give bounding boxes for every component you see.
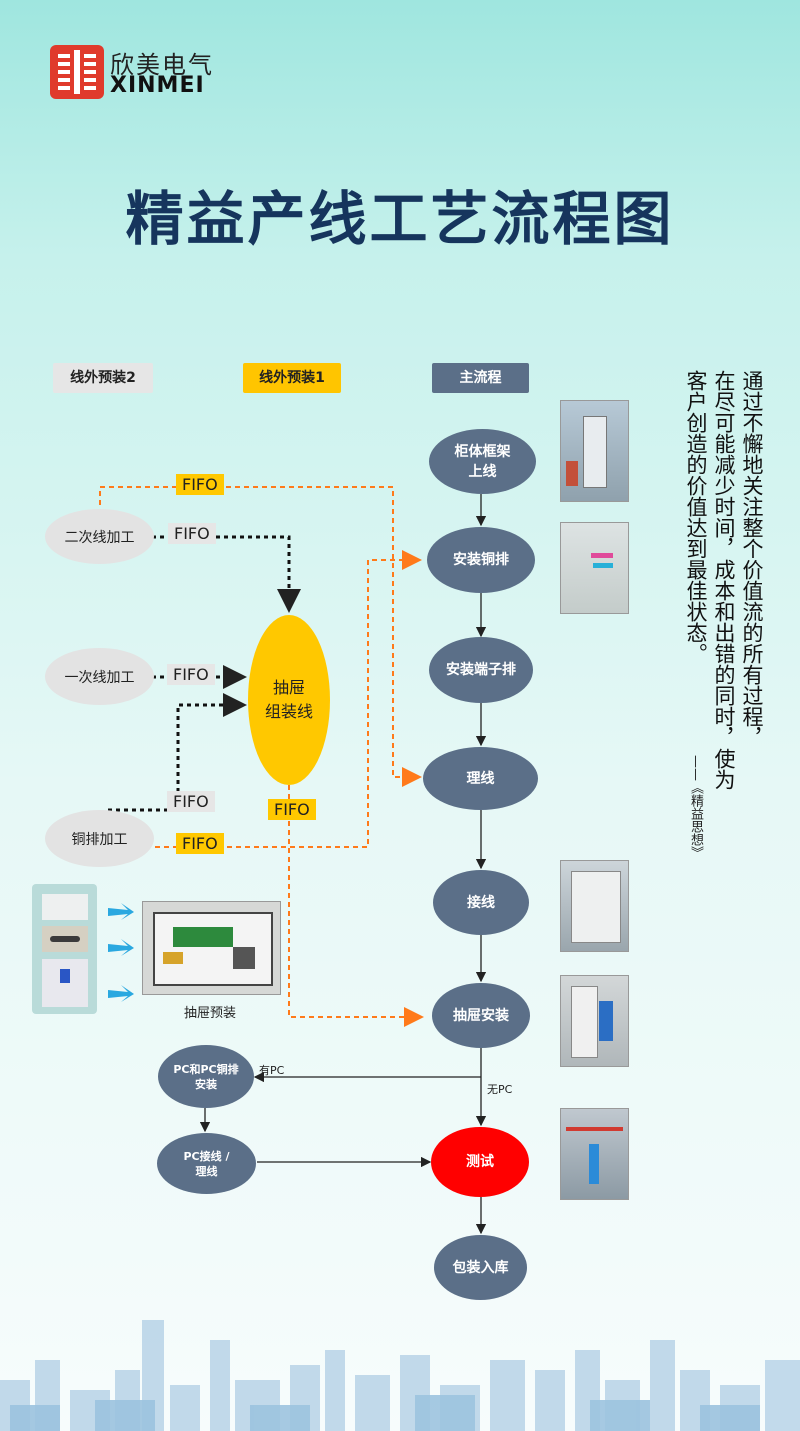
drawer-preassembly-photo bbox=[142, 901, 281, 995]
page-title: 精益产线工艺流程图 bbox=[125, 185, 675, 253]
xinmei-logo-icon bbox=[50, 45, 104, 99]
node-install-copper: 安装铜排 bbox=[427, 527, 535, 593]
process-photo-drawer bbox=[560, 975, 629, 1067]
node-cabinet-frame: 柜体框架 上线 bbox=[429, 429, 536, 494]
node-packaging: 包装入库 bbox=[434, 1235, 527, 1300]
process-photo-copper bbox=[560, 522, 629, 614]
brand-name-en: XINMEI bbox=[110, 73, 205, 98]
fifo-label: FIFO bbox=[176, 833, 224, 854]
quote-line-3: 客户创造的价值达到最佳状态。 bbox=[684, 370, 708, 664]
process-photo-wiring bbox=[560, 860, 629, 952]
node-install-terminal: 安装端子排 bbox=[429, 637, 533, 703]
node-pc-install: PC和PC铜排 安装 bbox=[158, 1045, 254, 1108]
node-wire-arrange: 理线 bbox=[423, 747, 538, 810]
column-header-offline1: 线外预装1 bbox=[243, 363, 341, 393]
city-skyline-icon bbox=[0, 1320, 800, 1431]
fifo-label: FIFO bbox=[167, 791, 215, 812]
node-pc-wiring: PC接线 / 理线 bbox=[157, 1133, 256, 1194]
node-drawer-install: 抽屉安装 bbox=[432, 983, 530, 1048]
column-header-offline2: 线外预装2 bbox=[53, 363, 153, 393]
fifo-label: FIFO bbox=[268, 799, 316, 820]
quote-line-2: 在尽可能减少时间，成本和出错的同时，使为 bbox=[712, 370, 736, 790]
quote-attribution: ——《精益思想》 bbox=[688, 755, 703, 859]
drawer-preassembly-caption: 抽屉预装 bbox=[184, 1006, 237, 1021]
fifo-label: FIFO bbox=[176, 474, 224, 495]
process-photo-test bbox=[560, 1108, 629, 1200]
node-copper-bar: 铜排加工 bbox=[45, 810, 154, 867]
label-no-pc: 无PC bbox=[487, 1083, 513, 1096]
part-photo bbox=[42, 959, 88, 1007]
brand-name-cn: 欣美电气 bbox=[110, 51, 214, 79]
node-drawer-assembly: 抽屉 组装线 bbox=[248, 615, 330, 785]
quote-line-1: 通过不懈地关注整个价值流的所有过程， bbox=[740, 370, 764, 748]
parts-panel bbox=[32, 884, 97, 1014]
fifo-label: FIFO bbox=[167, 664, 215, 685]
node-test: 测试 bbox=[431, 1127, 529, 1197]
part-photo bbox=[42, 894, 88, 920]
column-header-main: 主流程 bbox=[432, 363, 529, 393]
label-yes-pc: 有PC bbox=[259, 1064, 285, 1077]
node-wiring: 接线 bbox=[433, 870, 529, 935]
process-photo-frame bbox=[560, 400, 629, 502]
node-secondary-wire: 二次线加工 bbox=[45, 509, 154, 564]
part-photo bbox=[42, 926, 88, 952]
fifo-label: FIFO bbox=[168, 523, 216, 544]
node-primary-wire: 一次线加工 bbox=[45, 648, 154, 705]
